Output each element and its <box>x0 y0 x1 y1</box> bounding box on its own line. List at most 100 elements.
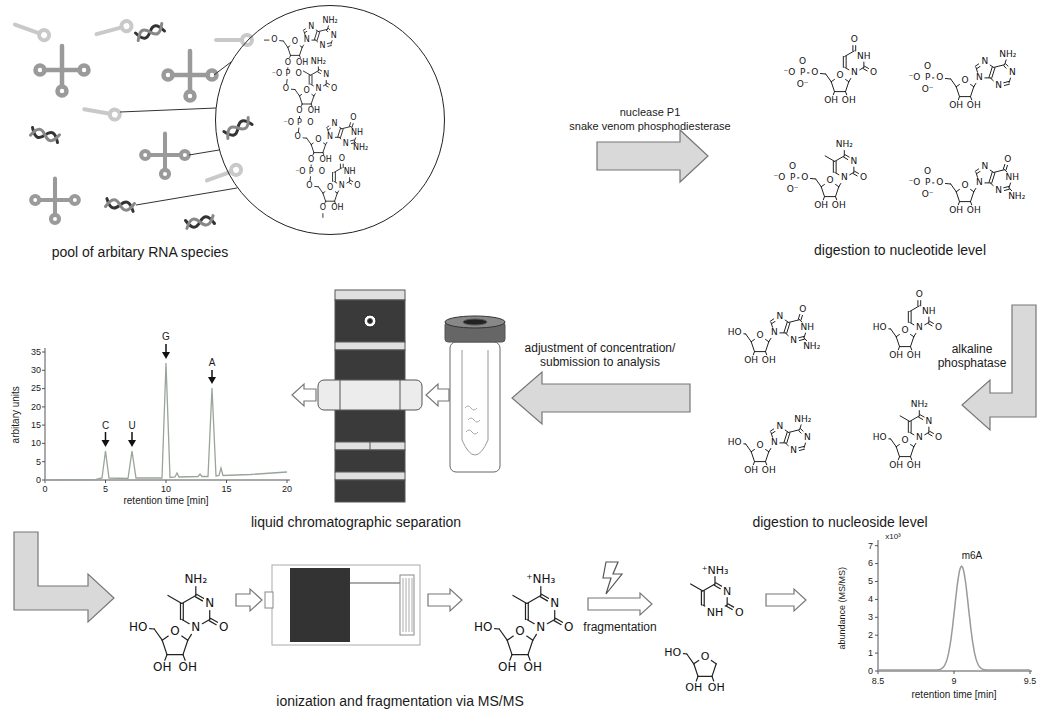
chem-bond <box>831 82 834 92</box>
chem-bond <box>354 138 355 141</box>
atom-label: NH <box>343 168 357 176</box>
atom-label: N <box>994 81 1003 90</box>
chem-bond <box>714 585 720 588</box>
chem-bond <box>751 452 754 462</box>
tick-label: 4 <box>868 594 873 604</box>
atom-label: ⁻O <box>907 178 921 187</box>
atom-label: N <box>840 173 849 182</box>
chem-bond <box>975 64 978 66</box>
chem-bond <box>990 183 993 186</box>
chem-bond <box>334 168 342 173</box>
chem-bond <box>335 172 336 181</box>
tick-label: 15 <box>31 420 41 430</box>
atom-label: NH <box>1005 173 1021 182</box>
atom-label: O <box>800 173 809 182</box>
axis-title: arbitary units <box>10 386 22 443</box>
atom-label: HO <box>128 621 148 633</box>
stage-caption: liquid chromatographic separation <box>251 514 461 530</box>
tick-label: 30 <box>31 365 41 375</box>
chem-bond <box>349 178 350 182</box>
chem-bond <box>835 156 845 162</box>
chem-bond <box>303 29 305 31</box>
atom-label: O <box>934 323 943 332</box>
chem-bond <box>799 449 804 450</box>
chem-bond <box>989 172 992 182</box>
tick-label: 6 <box>868 558 873 568</box>
chem-bond <box>990 78 993 81</box>
chem-bond <box>712 664 716 677</box>
atom-label: O <box>900 436 909 445</box>
atom-label: N <box>975 73 984 82</box>
chem-bond <box>202 619 209 623</box>
chem-bond <box>340 164 341 168</box>
chem-bond <box>283 41 288 47</box>
atom-label: OH <box>841 96 857 105</box>
peak-label: G <box>162 331 170 343</box>
chem-bond <box>766 449 769 451</box>
ms-chart <box>875 540 1032 674</box>
tick-label: 10 <box>161 484 171 494</box>
chem-bond <box>728 604 734 607</box>
chem-bond <box>928 427 929 432</box>
chem-bond <box>846 92 847 95</box>
chem-bond <box>751 339 754 341</box>
atom-label: N <box>331 120 339 128</box>
chem-bond <box>507 640 512 654</box>
chem-bond <box>703 605 705 606</box>
chem-bond <box>971 192 974 202</box>
chem-bond <box>318 187 323 193</box>
chem-bond <box>770 429 773 431</box>
chem-bond <box>780 332 785 333</box>
chem-bond <box>843 56 844 67</box>
chem-bond <box>1004 82 1009 83</box>
chem-bond <box>312 40 316 41</box>
atom-label: N <box>342 140 350 148</box>
chem-bond <box>994 65 1005 68</box>
chem-bond <box>766 339 769 341</box>
atom-label: OH <box>497 661 517 673</box>
atom-label: O <box>326 184 334 192</box>
chem-bond <box>891 439 897 447</box>
process-arrows <box>14 130 1036 622</box>
chem-bond <box>323 193 326 201</box>
atom-label: O <box>307 156 315 164</box>
atom-label: O <box>353 182 361 190</box>
chem-bond <box>755 461 766 462</box>
atom-label: O <box>825 176 834 185</box>
chem-bond <box>951 184 957 192</box>
chem-bond <box>896 337 899 347</box>
chem-bond <box>844 157 848 159</box>
chem-bond <box>975 169 978 171</box>
lightning-icon <box>603 562 622 594</box>
atom-label: N <box>307 23 315 31</box>
chem-bond <box>286 79 288 83</box>
atom-label: OH <box>948 101 964 110</box>
chem-bond <box>992 173 995 183</box>
atom-label: O <box>734 607 745 618</box>
chem-bond <box>789 430 800 433</box>
chem-bond <box>301 104 303 106</box>
chem-bond <box>495 628 500 630</box>
chem-bond <box>801 315 803 320</box>
atom-label: O <box>305 182 313 190</box>
chem-bond <box>971 84 974 86</box>
atom-label: OH <box>761 356 777 365</box>
atom-label: O⁻ <box>921 85 935 94</box>
magnified-view-circle: OOOOHNNNNNH₂⁻OPOOOOOHNNONH₂⁻OPOOOOOHNNNH… <box>215 5 445 235</box>
atom-label: ⁻O <box>782 68 796 77</box>
chem-bond <box>985 182 990 183</box>
atom-label: NH₂ <box>1007 192 1026 201</box>
chem-bond <box>165 655 167 661</box>
chem-bond <box>704 591 705 605</box>
atom-label: N <box>338 182 346 190</box>
chem-bond <box>914 443 916 446</box>
chem-bond <box>339 137 341 139</box>
chem-bond <box>150 628 155 630</box>
chem-bond <box>928 434 932 436</box>
chem-bond <box>328 45 331 47</box>
atom-label: O <box>218 621 229 633</box>
atom-label: OH <box>330 204 344 212</box>
atom-label: P <box>789 173 796 182</box>
chem-bond <box>808 72 809 73</box>
